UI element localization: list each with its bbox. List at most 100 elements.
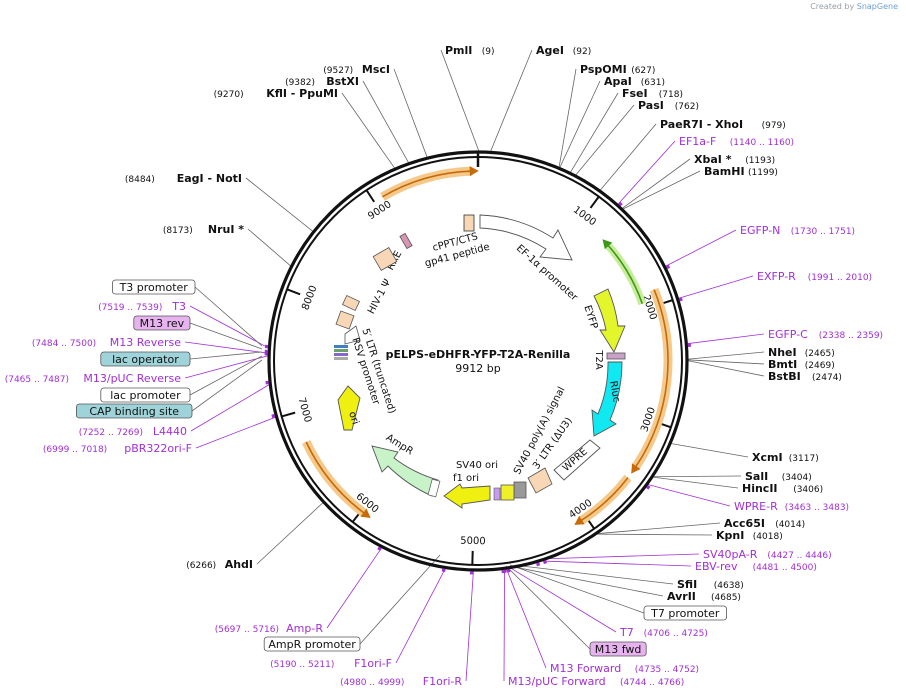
primer-name: EBV-rev bbox=[695, 560, 738, 573]
site-name: BstXI bbox=[326, 75, 359, 88]
site-nrui-[interactable]: NruI *(8173) bbox=[163, 223, 244, 236]
site-ahdi[interactable]: AhdI(6266) bbox=[186, 558, 253, 571]
site-kpni[interactable]: KpnI(4018) bbox=[716, 529, 783, 542]
site-name: PaeR7I - XhoI bbox=[660, 118, 743, 131]
site-avrii[interactable]: AvrII(4685) bbox=[667, 590, 741, 603]
site-name: PspOMI bbox=[580, 63, 627, 76]
orf-arrowhead bbox=[631, 463, 641, 474]
primer-f1ori-r[interactable]: F1ori-R(4980 .. 4999) bbox=[340, 675, 462, 688]
primer-egfp-c[interactable]: EGFP-C(2338 .. 2359) bbox=[768, 328, 883, 341]
primer-f1ori-f[interactable]: F1ori-F(5190 .. 5211) bbox=[270, 657, 392, 670]
leader-line bbox=[595, 522, 721, 535]
site-fsei[interactable]: FseI(718) bbox=[622, 87, 683, 100]
credit-prefix: Created by bbox=[810, 2, 855, 11]
tick-mark bbox=[286, 288, 301, 296]
site-sali[interactable]: SalI(3404) bbox=[745, 470, 812, 483]
sv40ori-label: SV40 ori bbox=[456, 460, 498, 471]
site-paer7i-xhoi[interactable]: PaeR7I - XhoI (979) bbox=[660, 118, 786, 131]
primer-name: WPRE-R bbox=[734, 500, 778, 513]
primer-m13-puc-forward[interactable]: M13/pUC Forward(4744 .. 4766) bbox=[508, 675, 684, 688]
site-bstbi[interactable]: BstBI(2474) bbox=[768, 370, 842, 383]
primer-range: (4735 .. 4752) bbox=[635, 665, 699, 675]
site-pmli[interactable]: PmlI(9) bbox=[445, 44, 495, 57]
primer-name: EF1a-F bbox=[679, 135, 716, 148]
primer-sv40pa-r[interactable]: SV40pA-R(4427 .. 4446) bbox=[703, 548, 832, 561]
leader-line bbox=[326, 546, 383, 629]
site-position: (979) bbox=[762, 121, 786, 131]
primer-egfp-n[interactable]: EGFP-N(1730 .. 1751) bbox=[740, 224, 855, 237]
site-labels: PmlI(9) AgeI(92) PspOMI(627)ApaI(631)FseI(… bbox=[125, 44, 842, 603]
box-leader bbox=[189, 351, 263, 360]
box-t3-promoter[interactable]: T3 promoter bbox=[112, 279, 196, 295]
box-lac-promoter[interactable]: lac promoter bbox=[100, 387, 191, 403]
plasmid-name: pELPS-eDHFR-YFP-T2A-Renilla bbox=[386, 348, 571, 361]
leader-line bbox=[489, 49, 533, 153]
primer-amp-r[interactable]: Amp-R(5697 .. 5716) bbox=[215, 622, 324, 635]
primer-mark bbox=[646, 485, 651, 490]
primer-range: (4744 .. 4766) bbox=[620, 678, 684, 688]
site-name: KflI - PpuMI bbox=[266, 87, 338, 100]
site-name: BamHI bbox=[704, 165, 745, 178]
box-m13-fwd[interactable]: M13 fwd bbox=[589, 641, 647, 657]
site-bmti[interactable]: BmtI(2469) bbox=[768, 358, 835, 371]
site-hincii[interactable]: HincII(3406) bbox=[742, 482, 823, 495]
primer-wpre-r[interactable]: WPRE-R(3463 .. 3483) bbox=[734, 500, 849, 513]
site-name: AhdI bbox=[225, 558, 253, 571]
site-sfii[interactable]: SfiI(4638) bbox=[677, 578, 744, 591]
primer-m13-reverse[interactable]: M13 Reverse(7484 .. 7500) bbox=[32, 336, 181, 349]
primer-t3[interactable]: T3(7519 .. 7539) bbox=[98, 300, 186, 313]
primer-m13-forward[interactable]: M13 Forward(4735 .. 4752) bbox=[550, 662, 699, 675]
box-frame bbox=[100, 351, 191, 367]
primer-l4440[interactable]: L4440(7252 .. 7269) bbox=[79, 425, 187, 438]
primer-ebv-rev[interactable]: EBV-rev(4481 .. 4500) bbox=[695, 560, 817, 573]
box-cap-binding-site[interactable]: CAP binding site bbox=[76, 403, 193, 419]
site-acc65i[interactable]: Acc65I(4014) bbox=[724, 517, 805, 530]
box-ampr-promoter[interactable]: AmpR promoter bbox=[263, 636, 361, 652]
site-pspomi[interactable]: PspOMI(627) bbox=[580, 63, 655, 76]
leader-line bbox=[574, 104, 635, 177]
ltr5-feature bbox=[335, 310, 355, 330]
site-position: (762) bbox=[675, 102, 699, 112]
primer-range: (1140 .. 1160) bbox=[730, 138, 794, 148]
site-bamhi[interactable]: BamHI(1199) bbox=[704, 165, 778, 178]
site-name: KpnI bbox=[716, 529, 744, 542]
site-kfli-ppumi[interactable]: KflI - PpuMI(9270) bbox=[214, 87, 338, 100]
primer-exfp-r[interactable]: EXFP-R(1991 .. 2010) bbox=[757, 270, 872, 283]
site-bstxi[interactable]: BstXI(9382) bbox=[285, 75, 359, 88]
sv40pa-feature bbox=[513, 481, 527, 499]
site-xcmi[interactable]: XcmI(3117) bbox=[752, 451, 819, 464]
site-agei[interactable]: AgeI(92) bbox=[536, 44, 591, 57]
site-msci[interactable]: MscI(9527) bbox=[323, 63, 390, 76]
site-pasi[interactable]: PasI(762) bbox=[638, 99, 699, 112]
primer-range: (7484 .. 7500) bbox=[32, 339, 96, 349]
primer-t7[interactable]: T7(4706 .. 4725) bbox=[619, 626, 708, 639]
site-name: NheI bbox=[768, 346, 797, 359]
box-lac-operator[interactable]: lac operator bbox=[100, 351, 191, 367]
site-name: AvrII bbox=[667, 590, 696, 603]
box-frame bbox=[263, 636, 361, 652]
site-position: (4014) bbox=[775, 520, 805, 530]
box-m13-rev[interactable]: M13 rev bbox=[133, 315, 191, 331]
ori-label: ori bbox=[346, 410, 360, 426]
box-t7-promoter[interactable]: T7 promoter bbox=[643, 605, 727, 621]
primer-m13-puc-reverse[interactable]: M13/pUC Reverse(7465 .. 7487) bbox=[5, 372, 182, 385]
site-nhei[interactable]: NheI(2465) bbox=[768, 346, 835, 359]
primer-mark bbox=[542, 560, 548, 565]
primer-name: pBR322ori-F bbox=[124, 442, 192, 455]
leader-line bbox=[569, 92, 619, 174]
primer-range: (1730 .. 1751) bbox=[791, 227, 855, 237]
site-eagi-noti[interactable]: EagI - NotI(8484) bbox=[125, 172, 242, 185]
primer-name: F1ori-R bbox=[423, 675, 463, 688]
leader-line bbox=[190, 383, 271, 432]
hiv-label: HIV-1 Ψ bbox=[366, 277, 393, 316]
rsv-promoter-feature bbox=[344, 325, 361, 345]
site-apai[interactable]: ApaI(631) bbox=[604, 75, 665, 88]
primer-ef1a-f[interactable]: EF1a-F (1140 .. 1160) bbox=[679, 135, 794, 148]
site-position: (9) bbox=[482, 47, 495, 57]
primer-pbr322ori-f[interactable]: pBR322ori-F(6999 .. 7018) bbox=[43, 442, 192, 455]
leader-line bbox=[519, 565, 674, 585]
leader-line bbox=[184, 341, 270, 354]
leader-line bbox=[677, 275, 754, 300]
site-xbai-[interactable]: XbaI *(1193) bbox=[694, 153, 775, 166]
